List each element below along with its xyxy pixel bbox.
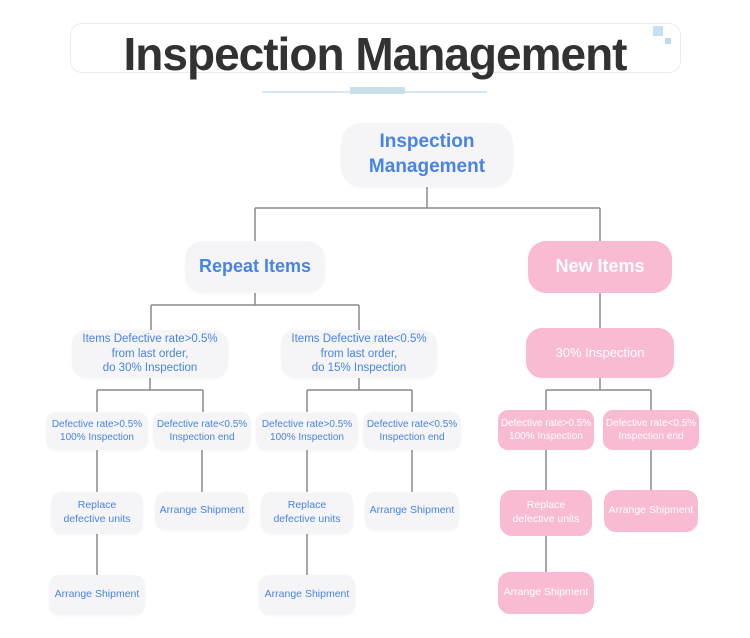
- node-new-ok: Defective rate<0.5% Inspection end: [603, 410, 699, 450]
- node-high-ship: Arrange Shipment: [155, 492, 249, 530]
- node-low-final-ship: Arrange Shipment: [259, 575, 355, 615]
- connector-high-split: [96, 378, 204, 412]
- connector-repeat-split: [150, 293, 360, 330]
- connector-pink-split: [545, 378, 652, 410]
- node-low-defective: Defective rate>0.5% 100% Inspection: [256, 412, 358, 450]
- node-repeat-high-condition: Items Defective rate>0.5% from last orde…: [72, 330, 228, 378]
- header-card: [70, 23, 681, 73]
- node-new-items: New Items: [528, 241, 672, 293]
- node-new-ship: Arrange Shipment: [604, 490, 698, 532]
- node-new-defective: Defective rate>0.5% 100% Inspection: [498, 410, 594, 450]
- connector-root-to-branches: [254, 187, 601, 241]
- node-repeat-items: Repeat Items: [185, 241, 325, 293]
- decor-square-icon: [653, 26, 663, 36]
- node-new-30-inspection: 30% Inspection: [526, 328, 674, 378]
- node-low-ok: Defective rate<0.5% Inspection end: [363, 412, 461, 450]
- node-root: Inspection Management: [341, 123, 513, 187]
- title-underline-accent: [350, 87, 405, 94]
- node-high-replace: Replace defective units: [51, 492, 143, 534]
- node-high-defective: Defective rate>0.5% 100% Inspection: [46, 412, 148, 450]
- node-new-replace: Replace defective units: [500, 490, 592, 536]
- node-high-ok: Defective rate<0.5% Inspection end: [153, 412, 251, 450]
- node-repeat-low-condition: Items Defective rate<0.5% from last orde…: [281, 330, 437, 378]
- connector-low-split: [306, 378, 413, 412]
- decor-square-small-icon: [665, 38, 671, 44]
- node-low-replace: Replace defective units: [261, 492, 353, 534]
- node-high-final-ship: Arrange Shipment: [49, 575, 145, 615]
- node-low-ship: Arrange Shipment: [365, 492, 459, 530]
- page-title: Inspection Management: [123, 28, 628, 80]
- node-new-final-ship: Arrange Shipment: [498, 572, 594, 614]
